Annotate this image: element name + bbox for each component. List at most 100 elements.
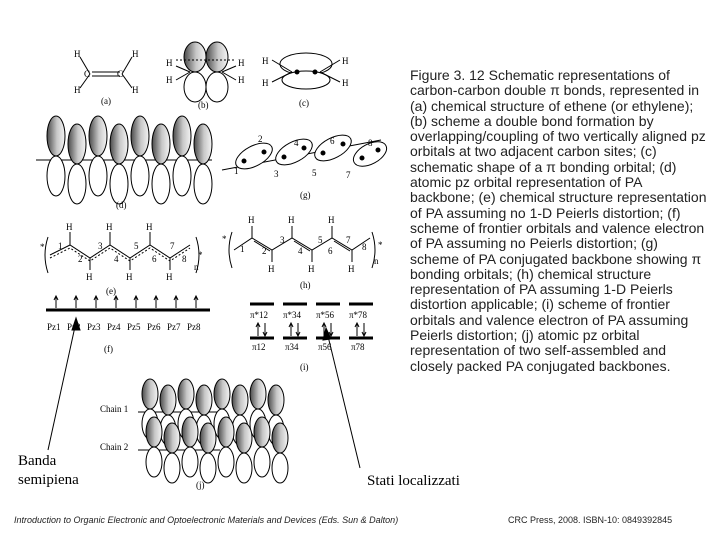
svg-text:7: 7: [346, 235, 351, 245]
svg-text:3: 3: [274, 169, 279, 179]
pz-orbital: [151, 123, 171, 205]
annotation-line: Banda: [18, 453, 57, 469]
end-star: *: [222, 234, 227, 244]
panel-c-pi-orbital: [271, 52, 341, 90]
pz-label: Pz7: [167, 322, 181, 332]
atom-h: H: [74, 49, 81, 59]
pi-star-label: π*78: [349, 310, 368, 320]
pz-label: Pz1: [47, 322, 61, 332]
svg-text:5: 5: [318, 235, 323, 245]
panel-label-a: (a): [101, 96, 111, 106]
caption-text: Figure 3. 12 Schematic representations o…: [410, 67, 707, 374]
svg-text:2: 2: [78, 254, 83, 264]
svg-text:5: 5: [312, 168, 317, 178]
electron-arrow: [295, 323, 301, 338]
svg-text:6: 6: [328, 246, 333, 256]
svg-text:4: 4: [294, 138, 299, 148]
footer-publisher: CRC Press, 2008. ISBN-10: 0849392845: [508, 515, 673, 525]
pz-orbital: [217, 416, 235, 478]
annotation-arrows: [47, 316, 361, 469]
svg-text:1: 1: [240, 244, 245, 254]
svg-text:3: 3: [98, 241, 103, 251]
pi-star-label: π*56: [316, 310, 335, 320]
electron-arrow: [255, 321, 261, 336]
panel-g-conjugated-backbone: [221, 134, 388, 171]
electron-arrow: [133, 294, 139, 308]
atom-h: H: [132, 85, 139, 95]
panel-f-electron-arrows: [53, 294, 199, 308]
annotation-stati-localizzati: Stati localizzati: [367, 473, 460, 489]
panel-label-c: (c): [299, 98, 309, 108]
end-star: *: [198, 250, 203, 260]
svg-text:4: 4: [298, 246, 303, 256]
atom-h: H: [262, 78, 269, 88]
panel-label-e: (e): [106, 286, 116, 296]
repeat-n: n: [374, 256, 379, 266]
svg-text:H: H: [328, 215, 335, 225]
pz-orbital: [193, 123, 213, 205]
svg-text:6: 6: [330, 136, 335, 146]
panel-label-b: (b): [198, 100, 209, 110]
svg-text:2: 2: [258, 134, 263, 144]
panel-i-energy-levels: [250, 302, 373, 340]
electron-arrow: [113, 294, 119, 308]
pi-label: π56: [318, 342, 332, 352]
electron-arrow: [354, 321, 360, 336]
svg-text:3: 3: [280, 235, 285, 245]
panel-e-hydrogens: H H H H H H: [66, 222, 173, 282]
panel-d-pz-backbone: [36, 115, 213, 205]
atom-h: H: [262, 56, 269, 66]
panel-j-packed-chains: [138, 378, 289, 484]
pi-label: π12: [252, 342, 266, 352]
panel-label-f: (f): [104, 344, 113, 354]
pi-label: π34: [285, 342, 299, 352]
atom-c: C: [84, 69, 90, 79]
svg-text:H: H: [166, 272, 173, 282]
panel-e-chemical-structure: [44, 232, 200, 274]
chain-1-label: Chain 1: [100, 404, 128, 414]
svg-text:5: 5: [134, 241, 139, 251]
svg-text:1: 1: [58, 241, 63, 251]
atom-h: H: [74, 85, 81, 95]
svg-text:8: 8: [182, 254, 187, 264]
svg-text:H: H: [348, 264, 355, 274]
atom-h: H: [342, 78, 349, 88]
svg-text:8: 8: [362, 242, 367, 252]
pz-orbital: [130, 115, 150, 197]
electron-arrow: [53, 294, 59, 308]
footer-source: Introduction to Organic Electronic and O…: [14, 515, 399, 525]
electron-arrow: [73, 294, 79, 308]
pz-label: Pz5: [127, 322, 141, 332]
panel-e-atom-numbers: 12 34 56 78: [58, 241, 187, 264]
panel-a-ethene: [79, 56, 133, 89]
svg-text:2: 2: [262, 246, 267, 256]
pz-orbital: [253, 416, 271, 478]
pz-orbital: [163, 422, 181, 484]
panel-label-d: (d): [116, 200, 127, 210]
svg-text:H: H: [106, 222, 113, 232]
panel-label-j: (j): [196, 480, 205, 490]
pz-orbital: [181, 416, 199, 478]
svg-text:4: 4: [114, 254, 119, 264]
pz-orbital: [172, 115, 192, 197]
electron-arrow: [361, 323, 367, 338]
atom-c: C: [117, 69, 123, 79]
panel-h-chemical-structure: [228, 226, 376, 269]
pz-orbital: [46, 115, 66, 197]
pi-star-label: π*12: [250, 310, 268, 320]
pz-label: Pz4: [107, 322, 121, 332]
repeat-n: n: [194, 262, 199, 272]
panel-f-pz-labels: Pz1Pz2Pz3Pz4Pz5Pz6Pz7Pz8: [47, 322, 201, 332]
pz-label: Pz6: [147, 322, 161, 332]
pz-label: Pz8: [187, 322, 201, 332]
svg-text:H: H: [86, 272, 93, 282]
svg-text:H: H: [288, 215, 295, 225]
svg-text:1: 1: [234, 166, 239, 176]
pz-orbital: [235, 422, 253, 484]
end-star: *: [378, 240, 383, 250]
panel-i-electron-arrows: [255, 321, 367, 338]
svg-text:H: H: [66, 222, 73, 232]
atom-h: H: [132, 49, 139, 59]
